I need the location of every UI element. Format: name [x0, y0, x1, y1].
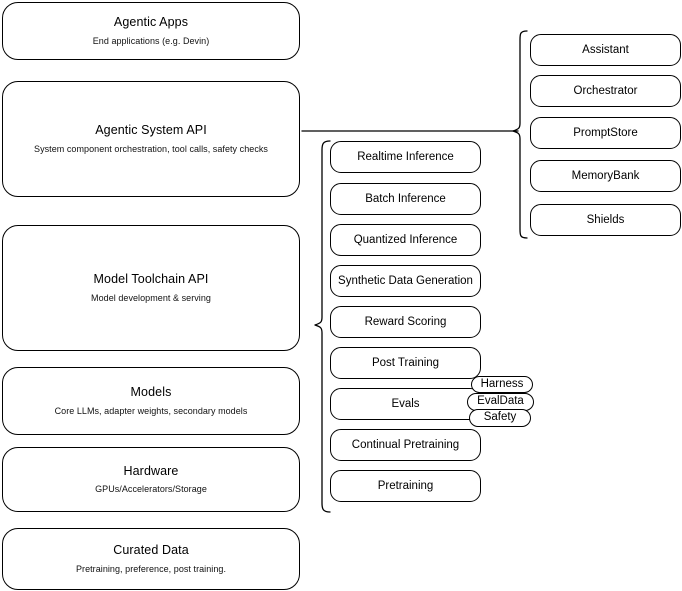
layer-subtitle: GPUs/Accelerators/Storage: [95, 484, 207, 495]
layer-subtitle: System component orchestration, tool cal…: [34, 143, 268, 154]
evals-badge-label: EvalData: [477, 395, 524, 408]
toolchain-item-evals[interactable]: Evals: [330, 388, 481, 420]
stack-layer-hardware[interactable]: Hardware GPUs/Accelerators/Storage: [2, 447, 300, 512]
evals-badge-harness[interactable]: Harness: [471, 376, 533, 393]
system-components-bracket: [512, 30, 528, 239]
evals-badge-label: Safety: [483, 411, 517, 424]
stack-layer-agentic-system-api[interactable]: Agentic System API System component orch…: [2, 81, 300, 197]
toolchain-item-label: Realtime Inference: [357, 150, 454, 163]
toolchain-item-label: Evals: [391, 397, 420, 410]
stack-layer-curated-data[interactable]: Curated Data Pretraining, preference, po…: [2, 528, 300, 590]
layer-title: Agentic Apps: [113, 15, 189, 30]
toolchain-item-label: Reward Scoring: [364, 315, 447, 328]
toolchain-item-label: Post Training: [371, 356, 440, 369]
system-item-shields[interactable]: Shields: [530, 204, 681, 236]
toolchain-item-reward-scoring[interactable]: Reward Scoring: [330, 306, 481, 338]
layer-subtitle: Pretraining, preference, post training.: [75, 563, 227, 574]
toolchain-item-pretraining[interactable]: Pretraining: [330, 470, 481, 502]
evals-badge-label: Harness: [480, 377, 524, 390]
layer-title: Model Toolchain API: [93, 272, 209, 287]
system-item-label: Assistant: [582, 43, 629, 56]
stack-layer-models[interactable]: Models Core LLMs, adapter weights, secon…: [2, 367, 300, 435]
system-item-assistant[interactable]: Assistant: [530, 34, 681, 66]
layer-subtitle: End applications (e.g. Devin): [92, 35, 210, 46]
toolchain-item-label: Continual Pretraining: [351, 438, 460, 451]
toolchain-item-post-training[interactable]: Post Training: [330, 347, 481, 379]
toolchain-item-label: Quantized Inference: [353, 233, 458, 246]
toolchain-item-label: Batch Inference: [365, 192, 446, 205]
stack-layer-agentic-apps[interactable]: Agentic Apps End applications (e.g. Devi…: [2, 2, 300, 60]
system-item-label: Orchestrator: [573, 84, 638, 97]
layer-title: Agentic System API: [95, 123, 207, 138]
layer-subtitle: Core LLMs, adapter weights, secondary mo…: [54, 405, 248, 416]
toolchain-item-realtime-inference[interactable]: Realtime Inference: [330, 141, 481, 173]
toolchain-item-batch-inference[interactable]: Batch Inference: [330, 183, 481, 215]
toolchain-item-label: Synthetic Data Generation: [338, 274, 473, 287]
toolchain-item-label: Pretraining: [377, 479, 434, 492]
layer-subtitle: Model development & serving: [91, 292, 211, 303]
system-item-label: PromptStore: [573, 126, 638, 139]
layer-title: Hardware: [123, 463, 179, 478]
system-item-orchestrator[interactable]: Orchestrator: [530, 75, 681, 107]
system-item-label: Shields: [586, 213, 625, 226]
system-item-memorybank[interactable]: MemoryBank: [530, 160, 681, 192]
stack-layer-model-toolchain-api[interactable]: Model Toolchain API Model development & …: [2, 225, 300, 351]
toolchain-item-synthetic-data-generation[interactable]: Synthetic Data Generation: [330, 265, 481, 297]
toolchain-item-quantized-inference[interactable]: Quantized Inference: [330, 224, 481, 256]
layer-title: Models: [130, 385, 172, 400]
toolchain-components-bracket: [314, 140, 331, 513]
evals-badge-safety[interactable]: Safety: [469, 409, 531, 427]
system-item-promptstore[interactable]: PromptStore: [530, 117, 681, 149]
toolchain-item-continual-pretraining[interactable]: Continual Pretraining: [330, 429, 481, 461]
system-item-label: MemoryBank: [571, 169, 640, 182]
layer-title: Curated Data: [113, 543, 189, 558]
